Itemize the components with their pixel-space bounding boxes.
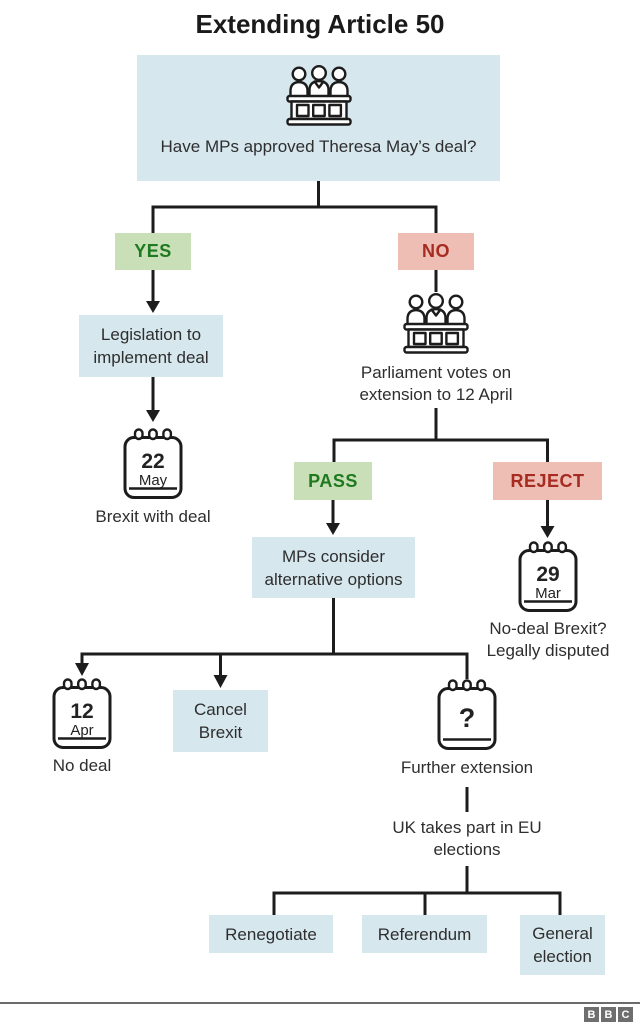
bbc-logo-letter: C (618, 1007, 633, 1022)
vote-caption: Parliament votes on extension to 12 Apri… (359, 363, 513, 404)
eu-elections-caption: UK takes part in EU elections (392, 818, 542, 859)
svg-text:22: 22 (141, 450, 164, 473)
page-title: Extending Article 50 (195, 9, 445, 39)
no-deal-caption: No deal (52, 756, 112, 775)
question-box: Have MPs approved Theresa May’s deal? (137, 55, 500, 181)
svg-text:May: May (139, 472, 168, 489)
svg-text:29: 29 (536, 563, 559, 586)
further-extension-caption: Further extension (400, 758, 534, 777)
svg-text:12: 12 (70, 700, 93, 723)
parliament-icon (286, 64, 352, 126)
footer-divider (0, 1002, 640, 1004)
bbc-logo-letter: B (584, 1007, 599, 1022)
svg-text:Apr: Apr (70, 722, 93, 739)
renegotiate-box: Renegotiate (209, 915, 333, 953)
brexit-with-deal-caption: Brexit with deal (95, 507, 211, 526)
calendar-22-may: 22 May (122, 428, 184, 502)
svg-text:Mar: Mar (535, 585, 561, 602)
pass-box: PASS (294, 462, 372, 500)
no-box: NO (398, 233, 474, 270)
referendum-box: Referendum (362, 915, 487, 953)
legislation-box: Legislation to implement deal (79, 315, 223, 377)
svg-text:?: ? (459, 703, 476, 733)
bbc-logo: B B C (584, 1007, 633, 1022)
calendar-29-mar: 29 Mar (517, 541, 579, 615)
parliament-icon-2 (403, 292, 469, 354)
no-deal-brexit-line1: No-deal Brexit? (489, 619, 607, 638)
mps-consider-box: MPs consider alternative options (252, 537, 415, 598)
question-text: Have MPs approved Theresa May’s deal? (160, 137, 477, 156)
calendar-question: ? (436, 679, 498, 753)
no-deal-brexit-line2: Legally disputed (486, 641, 610, 660)
bbc-logo-letter: B (601, 1007, 616, 1022)
yes-box: YES (115, 233, 191, 270)
general-election-box: General election (520, 915, 605, 975)
no-deal-brexit-caption: No-deal Brexit? Legally disputed (458, 618, 638, 662)
cancel-brexit-box: Cancel Brexit (173, 690, 268, 752)
calendar-12-apr: 12 Apr (51, 678, 113, 752)
reject-box: REJECT (493, 462, 602, 500)
